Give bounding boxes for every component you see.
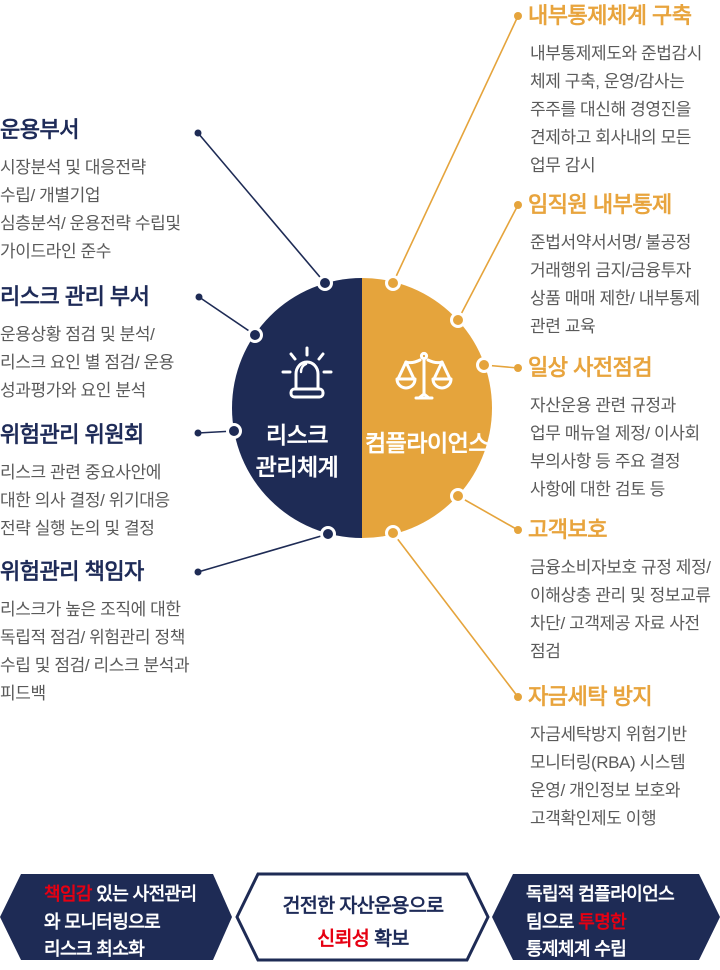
section-body: 준법서약서서명/ 불공정 거래행위 금지/금융투자 상품 매매 제한/ 내부통제… — [530, 233, 700, 336]
section-title: 운용부서 — [0, 117, 79, 142]
banner-line: 독립적 컴플라이언스 — [526, 884, 675, 904]
banner-highlight: 투명한 — [578, 911, 627, 932]
gold-bullet-dots — [514, 12, 522, 701]
gold-edge-dots — [385, 275, 492, 541]
banner-line: 팀으로 투명한 — [526, 911, 627, 932]
banner-highlight: 신뢰성 — [317, 928, 370, 950]
banner-line: 신뢰성 확보 — [317, 928, 409, 950]
risk-system-label: 리스크 관리체계 — [255, 422, 339, 480]
right-section-employee-internal-control: 임직원 내부통제 준법서약서서명/ 불공정 거래행위 금지/금융투자 상품 매매… — [528, 191, 720, 341]
compliance-label: 컴플라이언스 — [365, 430, 489, 456]
siren-icon — [280, 345, 334, 408]
banner-shape-center — [235, 872, 490, 962]
banner-highlight: 책임감 — [44, 884, 92, 904]
right-section-anti-money-laundering: 자금세탁 방지 자금세탁방지 위험기반 모니터링(RBA) 시스템 운영/ 개인… — [528, 683, 720, 833]
navy-end-dots — [194, 129, 203, 576]
section-body: 운용상황 점검 및 분석/ 리스크 요인 별 점검/ 운용 성과평가와 요인 분… — [0, 325, 175, 400]
section-body: 시장분석 및 대응전략 수립/ 개별기업 심층분석/ 운용전략 수립및 가이드라… — [0, 158, 181, 261]
section-title: 내부통제체계 구축 — [528, 3, 692, 28]
banner-left-text: 책임감 있는 사전관리 와 모니터링으로 리스크 최소화 — [44, 881, 229, 964]
banner-right-text: 독립적 컴플라이언스 팀으로 투명한 통제체계 수립 — [526, 881, 716, 964]
section-title: 리스크 관리 부서 — [0, 284, 150, 309]
banner-shape-right — [492, 874, 720, 960]
section-title: 일상 사전점검 — [528, 355, 653, 380]
banner-shape-left — [0, 874, 232, 960]
compliance-half-circle — [362, 278, 492, 538]
section-title: 고객보호 — [528, 517, 607, 542]
banner-line: 책임감 있는 사전관리 — [44, 884, 197, 904]
section-body: 내부통제제도와 준법감시 체제 구축, 운영/감사는 주주를 대신해 경영진을 … — [530, 44, 702, 175]
section-title: 위험관리 위원회 — [0, 422, 144, 447]
banner-center-text: 건전한 자산운용으로 신뢰성 확보 — [240, 890, 486, 956]
left-section-risk-officer: 위험관리 책임자 리스크가 높은 조직에 대한 독립적 점검/ 위험관리 정책 … — [0, 558, 218, 708]
section-title: 위험관리 책임자 — [0, 559, 144, 584]
right-section-daily-check: 일상 사전점검 자산운용 관련 규정과 업무 매뉴얼 제정/ 이사회 부의사항 … — [528, 354, 720, 504]
risk-half-circle — [232, 278, 362, 538]
section-body: 금융소비자보호 규정 제정/ 이해상충 관리 및 정보교류 차단/ 고객제공 자… — [530, 558, 711, 661]
section-title: 임직원 내부통제 — [528, 192, 672, 217]
section-body: 리스크가 높은 조직에 대한 독립적 점검/ 위험관리 정책 수립 및 점검/ … — [0, 600, 190, 703]
section-body: 리스크 관련 중요사안에 대한 의사 결정/ 위기대응 전략 실행 논의 및 결… — [0, 463, 170, 538]
banner-line: 통제체계 수립 — [526, 939, 627, 959]
section-body: 자금세탁방지 위험기반 모니터링(RBA) 시스템 운영/ 개인정보 보호와 고… — [530, 725, 687, 828]
banner-line: 와 모니터링으로 — [44, 911, 161, 932]
section-body: 자산운용 관련 규정과 업무 매뉴얼 제정/ 이사회 부의사항 등 주요 결정 … — [530, 396, 700, 499]
navy-edge-dots — [226, 275, 336, 542]
banner-line: 리스크 최소화 — [44, 939, 145, 959]
banner-line: 건전한 자산운용으로 — [282, 895, 444, 917]
left-section-risk-management-dept: 리스크 관리 부서 운용상황 점검 및 분석/ 리스크 요인 별 점검/ 운용 … — [0, 283, 218, 405]
left-section-risk-committee: 위험관리 위원회 리스크 관련 중요사안에 대한 의사 결정/ 위기대응 전략 … — [0, 421, 218, 543]
scales-icon — [390, 350, 458, 409]
section-title: 자금세탁 방지 — [528, 684, 653, 709]
left-section-operations: 운용부서 시장분석 및 대응전략 수립/ 개별기업 심층분석/ 운용전략 수립및… — [0, 116, 218, 266]
right-section-customer-protection: 고객보호 금융소비자보호 규정 제정/ 이해상충 관리 및 정보교류 차단/ 고… — [528, 516, 720, 666]
right-section-internal-control-system: 내부통제체계 구축 내부통제제도와 준법감시 체제 구축, 운영/감사는 주주를… — [528, 2, 720, 180]
